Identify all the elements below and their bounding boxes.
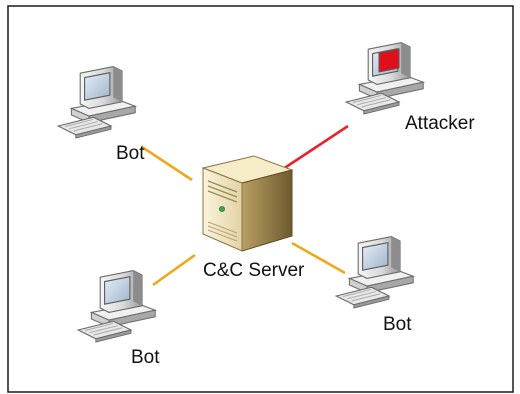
- bot-bottom-left-node: Bot: [77, 270, 160, 368]
- attacker-node: Attacker: [345, 42, 475, 134]
- bot-top-left-label: Bot: [116, 143, 145, 164]
- edge-bot-bottom-left-server: [152, 253, 196, 287]
- edge-attacker-server: [282, 124, 349, 171]
- attacker-label: Attacker: [405, 113, 475, 134]
- bot-top-left-node: Bot: [57, 66, 145, 164]
- attacker-screen: [378, 48, 400, 73]
- server-label: C&C Server: [203, 260, 305, 281]
- bot-right-node: Bot: [335, 236, 414, 335]
- bot-bottom-left-label: Bot: [131, 347, 160, 368]
- bot-right-label: Bot: [383, 314, 412, 335]
- server-tower-icon: [201, 155, 294, 252]
- edge-bot-top-left-server: [141, 145, 193, 182]
- edge-bot-right-server: [291, 241, 346, 275]
- server-node: C&C Server: [201, 155, 305, 281]
